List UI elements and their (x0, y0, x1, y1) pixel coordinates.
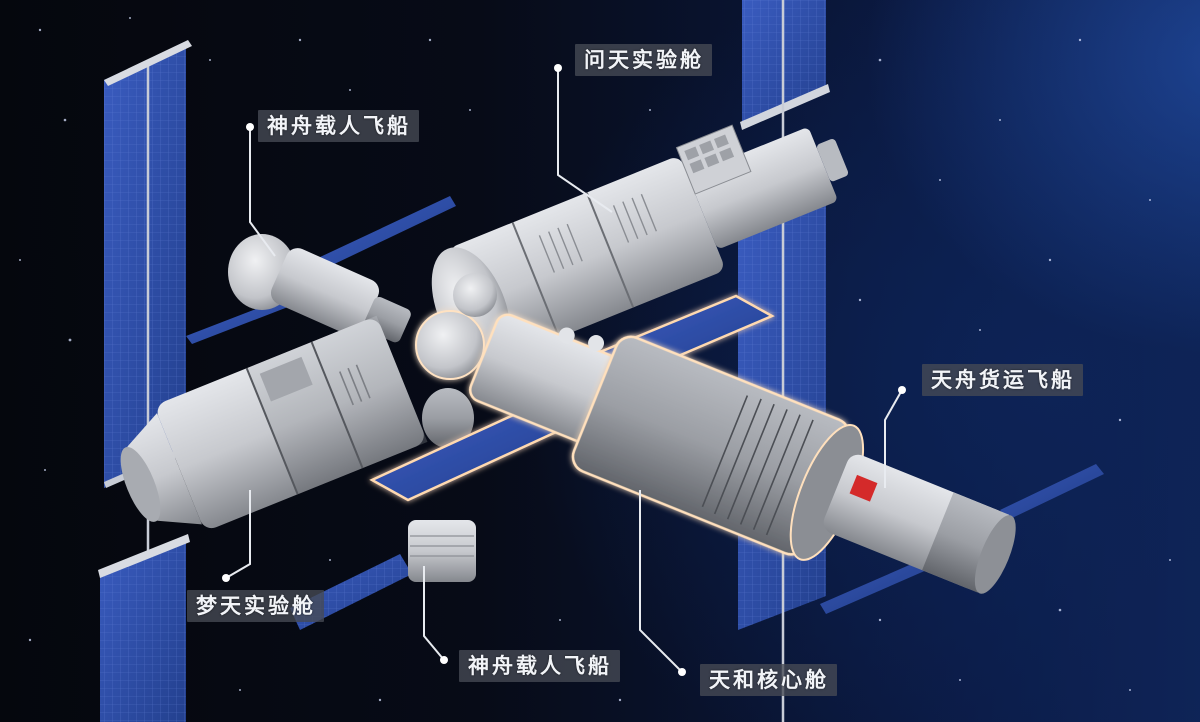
label-tianzhou-cargo-ship: 天舟货运飞船 (922, 364, 1083, 396)
leader-lines (225, 68, 903, 673)
mengtian-module (120, 315, 428, 529)
label-mengtian-lab-module: 梦天实验舱 (187, 590, 324, 622)
label-wentian-lab-module: 问天实验舱 (575, 44, 712, 76)
solar-array-left (98, 40, 192, 722)
tianzhou-cargo-ship (820, 454, 1104, 614)
label-shenzhou-crew-ship-upper: 神舟载人飞船 (258, 110, 419, 142)
tianhe-core-module (369, 294, 865, 561)
leader-dots (222, 64, 906, 676)
label-shenzhou-crew-ship-lower: 神舟载人飞船 (459, 650, 620, 682)
docking-node (415, 273, 497, 448)
star-field (19, 17, 1171, 702)
label-tianhe-core-module: 天和核心舱 (700, 664, 837, 696)
shenzhou-upper (186, 196, 456, 344)
solar-array-right (736, 0, 830, 722)
